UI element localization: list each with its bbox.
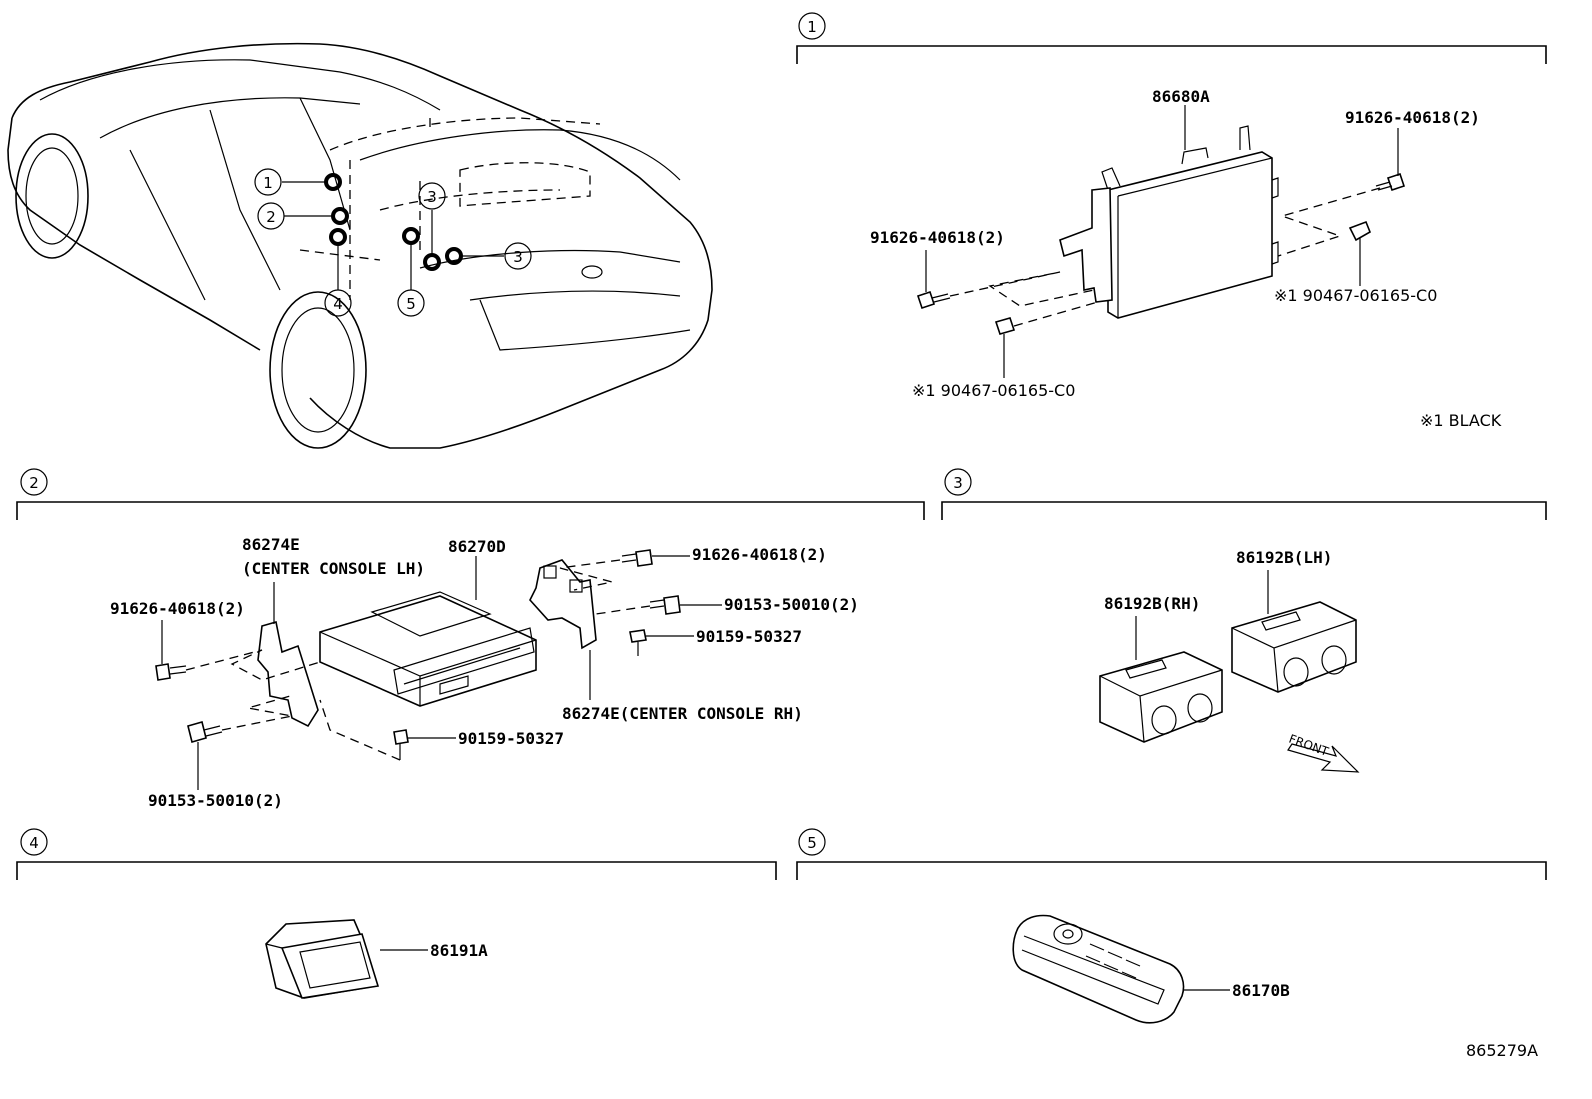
part-label-screw-small-right: 90159-50327 <box>696 627 802 646</box>
svg-text:1: 1 <box>263 174 273 192</box>
part-label-86274e-lh: 86274E <box>242 535 300 554</box>
callout-5: 5 <box>397 289 425 317</box>
note-black: ※1 BLACK <box>1420 411 1502 430</box>
section-4-bracket <box>16 861 777 880</box>
clip-left-icon <box>994 317 1016 335</box>
bolt-right-icon <box>1375 172 1406 192</box>
bolt-left-icon <box>916 290 951 310</box>
part-label-screw-bottom: 90159-50327 <box>458 729 564 748</box>
bracket-lh-drawing <box>257 620 319 728</box>
section-2: 2 86270D 86274E (CENTER CONSOLE LH) 862 <box>16 468 925 810</box>
section-3: 3 86192B(LH) 86192B(RH) FRONT <box>941 468 1547 773</box>
diagram-id: 865279A <box>1466 1041 1538 1060</box>
unit-86270d-drawing <box>319 591 537 707</box>
front-label: FRONT <box>1287 732 1331 759</box>
part-label-bolt-left: 91626-40618(2) <box>870 228 1005 247</box>
bracket-rh-drawing <box>529 559 597 650</box>
section-3-bracket <box>941 501 1547 520</box>
switch-lh-drawing <box>1231 601 1357 693</box>
screw-bottom-icon <box>393 729 409 760</box>
svg-text:5: 5 <box>406 295 416 313</box>
front-arrow-icon <box>1287 743 1360 773</box>
part-label-bolt-right: 91626-40618(2) <box>1345 108 1480 127</box>
svg-text:2: 2 <box>266 208 276 226</box>
car-overview <box>7 42 713 449</box>
part-label-clip-left: ※1 90467-06165-C0 <box>912 381 1075 400</box>
part-label-86270d: 86270D <box>448 537 506 556</box>
unit-86680a-drawing <box>1059 125 1279 319</box>
part-label-86680a: 86680A <box>1152 87 1210 106</box>
part-label-clip-right: ※1 90467-06165-C0 <box>1274 286 1437 305</box>
screw-small-right-icon <box>629 629 647 656</box>
section-5-bracket <box>796 861 1547 880</box>
callout-1: 1 <box>254 168 282 196</box>
section-5: 5 86170B <box>796 828 1547 1024</box>
section-2-bracket <box>16 501 925 520</box>
part-label-86274e-lh-note: (CENTER CONSOLE LH) <box>242 559 425 578</box>
part-label-screw-left-bottom: 90153-50010(2) <box>148 791 283 810</box>
svg-text:4: 4 <box>333 295 343 313</box>
part-label-86192b-lh: 86192B(LH) <box>1236 548 1332 567</box>
part-label-86192b-rh: 86192B(RH) <box>1104 594 1200 613</box>
callout-4: 4 <box>324 289 352 317</box>
section-4-number: 4 <box>29 834 39 852</box>
switch-86191a-drawing <box>265 919 380 999</box>
section-2-number: 2 <box>29 474 39 492</box>
svg-text:3: 3 <box>427 188 437 206</box>
part-label-86170b: 86170B <box>1232 981 1290 1000</box>
switch-rh-drawing <box>1099 651 1223 743</box>
section-5-number: 5 <box>807 834 817 852</box>
section-1-bracket <box>796 45 1547 64</box>
part-label-screw-right: 90153-50010(2) <box>724 595 859 614</box>
part-label-86191a: 86191A <box>430 941 488 960</box>
part-label-bolt-left-2: 91626-40618(2) <box>110 599 245 618</box>
section-1-number: 1 <box>807 18 817 36</box>
callout-3-right: 3 <box>504 242 532 270</box>
clip-right-icon <box>1348 220 1372 242</box>
part-label-86274e-rh: 86274E(CENTER CONSOLE RH) <box>562 704 803 723</box>
screw-left-bottom-icon <box>187 721 223 743</box>
bolt-top-right-icon <box>621 549 653 567</box>
svg-text:3: 3 <box>513 248 523 266</box>
callout-3-upper: 3 <box>418 182 446 210</box>
screw-right-icon <box>649 595 681 615</box>
section-1: 1 86680A 91626-40618(2) <box>796 12 1547 430</box>
callout-2: 2 <box>257 202 285 230</box>
remote-86170b-drawing <box>1012 914 1185 1024</box>
section-3-number: 3 <box>953 474 963 492</box>
part-label-bolt-top-right: 91626-40618(2) <box>692 545 827 564</box>
bolt-left-2-icon <box>155 663 187 681</box>
section-4: 4 86191A <box>16 828 777 999</box>
